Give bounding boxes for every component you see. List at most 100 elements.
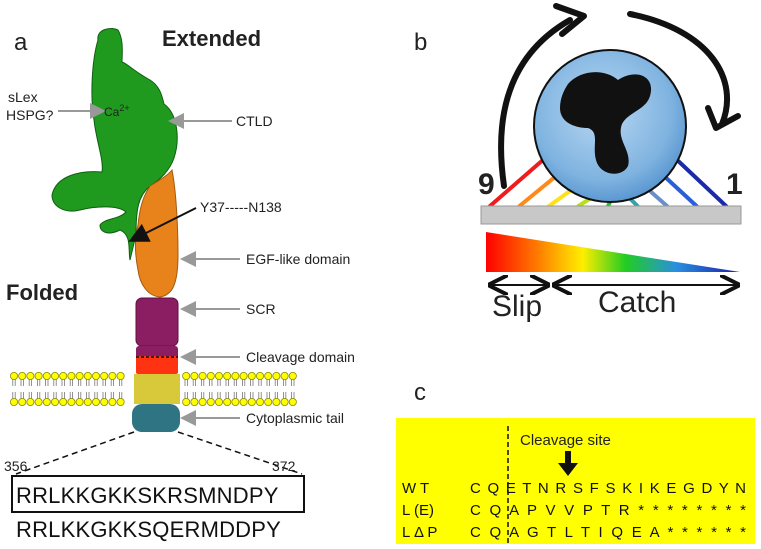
tether-bond	[517, 175, 557, 208]
rotation-arrow-left	[498, 17, 573, 189]
lipid-head	[247, 397, 256, 406]
lipid-head	[34, 371, 43, 380]
sequence-boxed: RRLKKGKKSKRSMNDPY	[16, 483, 279, 508]
lipid-head	[9, 397, 18, 406]
tether-bond	[628, 197, 640, 208]
lipid-head	[18, 371, 27, 380]
lipid-head	[190, 371, 199, 380]
range-start: 356	[4, 458, 28, 474]
lipid-head	[255, 397, 264, 406]
panel-c: c Cleavage site W T C Q E T N R S F S K …	[396, 379, 755, 544]
lipid-head	[223, 397, 232, 406]
lipid-head	[67, 371, 76, 380]
lipid-head	[59, 371, 68, 380]
range-end: 372	[272, 458, 296, 474]
cyto-label: Cytoplasmic tail	[246, 410, 344, 426]
lipid-head	[288, 397, 297, 406]
tether-bond	[547, 188, 573, 208]
rotation-arrow-right	[627, 11, 730, 127]
row-label-wt: W T	[402, 480, 429, 497]
rotation-arrow-right-head	[705, 105, 741, 131]
lipid-head	[214, 371, 223, 380]
panel-b-letter: b	[414, 29, 427, 56]
egf-label: EGF-like domain	[246, 251, 350, 267]
lipid-head	[206, 397, 215, 406]
lipid-head	[42, 397, 51, 406]
cytoplasmic-tail-domain	[132, 404, 180, 432]
cleavage-label: Cleavage domain	[246, 349, 355, 365]
lipid-head	[239, 371, 248, 380]
lipid-head	[231, 371, 240, 380]
lipid-head	[34, 397, 43, 406]
lipid-head	[100, 371, 109, 380]
panel-c-letter: c	[414, 379, 426, 406]
lipid-head	[75, 397, 84, 406]
row-sequence-wt: C Q E T N R S F S K I K E G D Y N	[470, 480, 746, 497]
sequence-box	[11, 475, 305, 513]
y37-arrow	[128, 207, 197, 242]
tether-bond	[647, 188, 669, 208]
tether-bond	[663, 175, 699, 208]
lipid-head	[108, 371, 117, 380]
membrane-bilayer	[9, 371, 297, 406]
ligand-line-1: sLex	[8, 89, 38, 105]
lipid-head	[26, 371, 35, 380]
lipid-head	[223, 371, 232, 380]
lipid-head	[231, 397, 240, 406]
ctld-label: CTLD	[236, 113, 273, 129]
tether-bond	[675, 158, 728, 208]
sequence-plain: RRLKKGKKSQERMDDPY	[16, 517, 281, 542]
transmembrane-domain	[134, 374, 180, 404]
lipid-head	[280, 371, 289, 380]
lipid-head	[182, 397, 191, 406]
lipid-head	[9, 371, 18, 380]
tether-group	[488, 158, 728, 208]
lipid-head	[83, 397, 92, 406]
row-label-ldp: L Δ P	[402, 524, 437, 541]
lipid-head	[100, 397, 109, 406]
lipid-head	[255, 371, 264, 380]
catch-label: Catch	[598, 286, 676, 319]
lipid-head	[206, 371, 215, 380]
row-sequence-ldp: C Q A G T L T I Q E A * * * * * *	[470, 524, 746, 541]
force-gradient-wedge	[486, 232, 740, 272]
lipid-head	[288, 371, 297, 380]
lipid-head	[67, 397, 76, 406]
tether-number-1: 1	[726, 168, 743, 201]
lipid-head	[272, 397, 281, 406]
rotation-arrow-left-head	[553, 3, 587, 37]
folded-title: Folded	[6, 280, 78, 305]
lipid-head	[280, 397, 289, 406]
scr-domain	[135, 297, 179, 347]
extended-title: Extended	[162, 26, 261, 51]
lipid-head	[198, 371, 207, 380]
lipid-head	[51, 371, 60, 380]
cleavage-domain-red	[136, 356, 178, 374]
scr-label: SCR	[246, 301, 276, 317]
lipid-head	[264, 397, 273, 406]
panel-b: b 9 1 Slip Catch	[414, 3, 743, 323]
panel-a: a Extended Folded Y37-----N138 sLex HSPG…	[4, 26, 355, 542]
slip-label: Slip	[492, 290, 542, 323]
lipid-head	[214, 397, 223, 406]
lipid-head	[247, 371, 256, 380]
tether-bond	[488, 158, 545, 208]
calcium-label: Ca2+	[104, 103, 130, 119]
ligand-line-2: HSPG?	[6, 107, 54, 123]
calcium-superscript: 2+	[119, 103, 129, 113]
lipid-head	[190, 397, 199, 406]
tether-bond	[576, 197, 592, 208]
lipid-head	[264, 371, 273, 380]
lipid-head	[75, 371, 84, 380]
panel-c-background	[396, 418, 755, 544]
cleavage-site-label: Cleavage site	[520, 432, 611, 449]
zoom-line-right	[177, 431, 303, 475]
cell-nucleus	[560, 72, 652, 174]
panel-a-letter: a	[14, 29, 28, 56]
lipid-head	[92, 371, 101, 380]
lipid-head	[182, 371, 191, 380]
zoom-line-left	[15, 431, 135, 475]
lipid-head	[116, 397, 125, 406]
tether-number-9: 9	[478, 168, 495, 201]
